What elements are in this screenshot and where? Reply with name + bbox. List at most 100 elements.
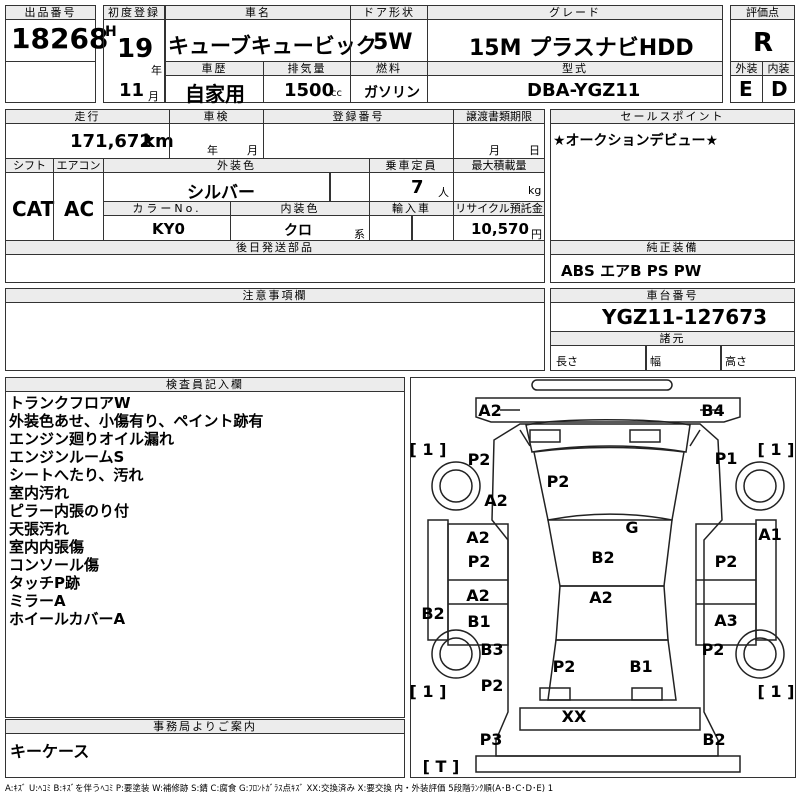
damage-mark: P2 bbox=[468, 450, 491, 469]
damage-mark: B1 bbox=[467, 612, 490, 631]
capacity-value: 7 bbox=[411, 177, 424, 198]
inspector-note-line: トランクフロアW bbox=[9, 394, 131, 412]
inspector-note-line: ピラー内張のり付 bbox=[9, 502, 130, 520]
first-reg-year-unit: 年 bbox=[151, 64, 162, 77]
grade-value: 15M プラスナビHDD bbox=[469, 36, 694, 61]
lot-number: 18268 bbox=[11, 22, 109, 55]
chassis-value: YGZ11-127673 bbox=[602, 305, 768, 329]
recycle-value: 10,570 bbox=[471, 220, 529, 238]
notes-cell bbox=[5, 302, 545, 371]
genuine-label: 純正装備 bbox=[550, 240, 795, 255]
inspector-cell bbox=[5, 391, 405, 718]
first-reg-era: H bbox=[105, 24, 117, 40]
damage-mark: P2 bbox=[702, 640, 725, 659]
interior-color-value: クロ bbox=[284, 223, 312, 239]
aircon-label: エアコン bbox=[53, 158, 104, 173]
max-load-label: 最大積載量 bbox=[453, 158, 545, 173]
damage-mark: P2 bbox=[715, 552, 738, 571]
damage-mark: B2 bbox=[421, 604, 444, 623]
history-value: 自家用 bbox=[185, 82, 245, 106]
damage-mark: P2 bbox=[553, 657, 576, 676]
specs-length: 長さ bbox=[556, 355, 578, 368]
first-reg-cell bbox=[103, 19, 165, 103]
fuel-label: 燃料 bbox=[350, 61, 428, 76]
inspector-note-line: 室内汚れ bbox=[9, 484, 70, 502]
score-value: R bbox=[753, 28, 774, 58]
inspection-year-unit: 年 bbox=[207, 144, 218, 157]
first-reg-year: 19 bbox=[117, 34, 154, 64]
specs-label: 諸元 bbox=[550, 331, 795, 346]
car-name: キューブキュービック bbox=[168, 34, 377, 58]
office-label: 事務局よりご案内 bbox=[5, 719, 405, 734]
damage-mark: [ 1 ] bbox=[410, 440, 447, 459]
displacement-unit: cc bbox=[331, 88, 342, 99]
damage-mark: A3 bbox=[714, 611, 738, 630]
inspector-note-line: エンジンルームS bbox=[9, 448, 125, 466]
recycle-unit: 円 bbox=[531, 228, 542, 241]
damage-mark: G bbox=[625, 518, 638, 537]
specs-height: 高さ bbox=[725, 355, 747, 368]
damage-mark: B3 bbox=[480, 640, 503, 659]
first-reg-month-unit: 月 bbox=[148, 90, 159, 103]
damage-mark: A2 bbox=[466, 586, 490, 605]
inspection-month-unit: 月 bbox=[247, 144, 258, 157]
damage-mark: B1 bbox=[629, 657, 652, 676]
inspector-note-line: コンソール傷 bbox=[9, 556, 100, 574]
transfer-day-unit: 日 bbox=[529, 144, 540, 157]
inspector-note-line: 外装色あせ、小傷有り、ペイント跡有 bbox=[9, 412, 264, 430]
damage-mark: B2 bbox=[702, 730, 725, 749]
mileage-label: 走行 bbox=[5, 109, 170, 124]
inspector-note-line: 室内内張傷 bbox=[9, 538, 85, 556]
inspector-note-line: ミラーA bbox=[9, 592, 66, 610]
damage-mark: [ 1 ] bbox=[410, 682, 447, 701]
exterior-color-label: 外装色 bbox=[103, 158, 370, 173]
inspector-note-line: 天張汚れ bbox=[9, 520, 70, 538]
damage-mark: A2 bbox=[484, 491, 508, 510]
transfer-month-unit: 月 bbox=[489, 144, 500, 157]
diagram-frame bbox=[410, 377, 796, 778]
score-int-cell bbox=[762, 75, 795, 103]
sales-point-label: セールスポイント bbox=[550, 109, 795, 124]
model-value: DBA-YGZ11 bbox=[527, 80, 641, 101]
damage-mark: A2 bbox=[589, 588, 613, 607]
specs-width: 幅 bbox=[650, 355, 661, 368]
inspector-note-line: エンジン廻りオイル漏れ bbox=[9, 430, 175, 448]
specs-cell bbox=[550, 345, 795, 371]
damage-mark: [ T ] bbox=[423, 757, 460, 776]
damage-mark: A2 bbox=[466, 528, 490, 547]
model-cell bbox=[427, 75, 723, 103]
max-load-unit: kg bbox=[528, 184, 542, 197]
score-ext-label: 外装 bbox=[730, 61, 763, 76]
door-value: 5W bbox=[373, 30, 413, 55]
damage-mark: P1 bbox=[715, 449, 738, 468]
genuine-cell bbox=[550, 254, 795, 283]
sales-point-value: ★オークションデビュー★ bbox=[553, 133, 719, 149]
shift-value: CAT bbox=[12, 197, 55, 221]
inspector-note-line: シートへたり、汚れ bbox=[9, 466, 144, 484]
score-ext: E bbox=[739, 77, 753, 101]
genuine-value: ABS エアB PS PW bbox=[561, 262, 702, 280]
mileage-unit: km bbox=[143, 131, 174, 152]
exterior-color-value: シルバー bbox=[187, 183, 255, 203]
score-label: 評価点 bbox=[730, 5, 795, 20]
specs-divider-2 bbox=[720, 345, 722, 371]
legend: A:ｷｽﾞ U:ﾍｺﾐ B:ｷｽﾞを伴うﾍｺﾐ P:要塗装 W:補修跡 S:錆 … bbox=[5, 784, 554, 794]
displacement-value: 1500 bbox=[284, 80, 335, 101]
score-int: D bbox=[771, 77, 788, 101]
fuel-value: ガソリン bbox=[364, 85, 420, 101]
inspector-note-line: ホイールカバーA bbox=[9, 610, 126, 628]
interior-color-unit: 系 bbox=[354, 228, 365, 241]
transfer-label: 譲渡書類期限 bbox=[453, 109, 545, 124]
damage-mark: B2 bbox=[591, 548, 614, 567]
damage-mark: B4 bbox=[701, 401, 724, 420]
inspector-note-line: タッチP跡 bbox=[9, 574, 80, 592]
capacity-unit: 人 bbox=[438, 186, 449, 199]
damage-mark: [ 1 ] bbox=[758, 440, 795, 459]
damage-mark: [ 1 ] bbox=[758, 682, 795, 701]
later-parts-cell bbox=[5, 254, 545, 283]
mileage-value: 171,672 bbox=[70, 131, 152, 152]
specs-divider-1 bbox=[645, 345, 647, 371]
damage-mark: A1 bbox=[758, 525, 782, 544]
